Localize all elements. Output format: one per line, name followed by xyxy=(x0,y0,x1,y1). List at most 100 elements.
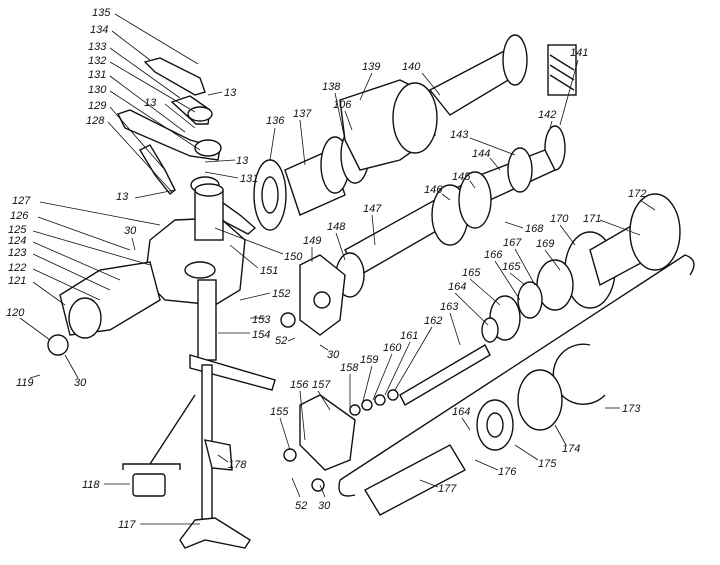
part-label: 13 xyxy=(116,191,129,203)
leader-line xyxy=(514,444,539,461)
leader-line xyxy=(509,272,526,286)
leader-line xyxy=(449,312,461,346)
leader-line xyxy=(469,137,516,156)
part-label: 120 xyxy=(6,307,25,319)
leader-lines xyxy=(19,13,656,525)
leader-line xyxy=(334,92,346,141)
part-label: 122 xyxy=(8,262,26,274)
leader-line xyxy=(359,72,373,101)
leader-line xyxy=(299,119,306,166)
part-label: 139 xyxy=(362,61,380,73)
leader-line xyxy=(109,106,166,171)
part-label: 131 xyxy=(240,173,258,185)
leader-line xyxy=(441,193,451,201)
leader-line xyxy=(269,127,276,161)
part-label: 121 xyxy=(8,275,26,287)
part-label: 169 xyxy=(536,238,554,250)
middle-shaft-assembly xyxy=(280,147,556,336)
leader-line xyxy=(291,477,301,498)
leader-line xyxy=(372,353,393,401)
leader-line xyxy=(394,326,433,391)
part-label: 148 xyxy=(327,221,346,233)
part-label: 164 xyxy=(452,406,470,418)
part-label: 165 xyxy=(502,261,521,273)
part-label: 151 xyxy=(260,265,278,277)
part-label: 143 xyxy=(450,129,469,141)
leader-line xyxy=(131,237,136,251)
part-label: 176 xyxy=(498,466,517,478)
part-label: 147 xyxy=(363,203,382,215)
leader-line xyxy=(319,484,326,498)
leader-line xyxy=(544,249,561,271)
leader-line xyxy=(107,121,173,193)
part-label: 30 xyxy=(318,500,331,512)
leader-line xyxy=(639,199,656,211)
part-label: 165 xyxy=(462,267,481,279)
part-label: 127 xyxy=(12,195,31,207)
leader-line xyxy=(109,90,201,151)
part-label: 133 xyxy=(88,41,107,53)
leader-line xyxy=(32,230,151,266)
leader-line xyxy=(164,103,196,129)
leader-line xyxy=(504,221,524,229)
leader-line xyxy=(32,268,101,301)
leader-line xyxy=(319,344,329,351)
leader-line xyxy=(64,354,79,379)
part-label: 125 xyxy=(8,224,27,236)
part-label: 124 xyxy=(8,235,26,247)
part-label: 142 xyxy=(538,109,556,121)
leader-line xyxy=(207,91,223,96)
part-label: 166 xyxy=(484,249,503,261)
part-label: 13 xyxy=(144,97,157,109)
part-label: 132 xyxy=(88,55,106,67)
part-label: 174 xyxy=(562,443,580,455)
part-label: 155 xyxy=(270,406,289,418)
lever-arms xyxy=(117,57,257,235)
leader-line xyxy=(279,417,291,451)
part-label: 145 xyxy=(452,171,471,183)
part-label: 160 xyxy=(383,342,402,354)
part-label: 13 xyxy=(224,87,237,99)
leader-line xyxy=(335,232,346,261)
upper-shaft-assembly xyxy=(253,34,577,231)
right-shaft-assembly xyxy=(283,193,695,497)
part-label: 136 xyxy=(266,115,285,127)
leader-line xyxy=(549,120,553,129)
leader-line xyxy=(204,171,239,179)
part-label: 156 xyxy=(290,379,309,391)
part-label: 171 xyxy=(583,213,601,225)
part-label: 167 xyxy=(503,237,522,249)
part-label: 175 xyxy=(538,458,557,470)
leader-line xyxy=(554,424,567,446)
leader-line xyxy=(469,278,501,306)
part-label: 159 xyxy=(360,354,378,366)
leader-line xyxy=(37,216,131,251)
part-label: 157 xyxy=(312,379,331,391)
part-label: 150 xyxy=(284,251,303,263)
leader-line xyxy=(229,244,259,269)
leader-line xyxy=(474,459,499,471)
leader-line xyxy=(114,13,199,65)
leader-line xyxy=(514,248,536,286)
part-label: 178 xyxy=(228,459,247,471)
part-label: 158 xyxy=(340,362,359,374)
part-label: 30 xyxy=(124,225,137,237)
part-label: 118 xyxy=(82,479,100,491)
part-label: 140 xyxy=(402,61,421,73)
leader-line xyxy=(217,454,229,463)
leader-line xyxy=(419,479,439,488)
leader-line xyxy=(317,390,331,411)
part-label: 52 xyxy=(275,335,287,347)
part-label: 117 xyxy=(118,519,136,531)
leader-line xyxy=(361,365,373,406)
leader-line xyxy=(299,390,306,441)
leader-line xyxy=(494,260,521,301)
part-label: 123 xyxy=(8,247,27,259)
leader-line xyxy=(469,180,476,189)
part-label: 173 xyxy=(622,403,641,415)
part-label: 172 xyxy=(628,188,646,200)
leader-line xyxy=(134,189,176,199)
part-label: 137 xyxy=(293,108,312,120)
